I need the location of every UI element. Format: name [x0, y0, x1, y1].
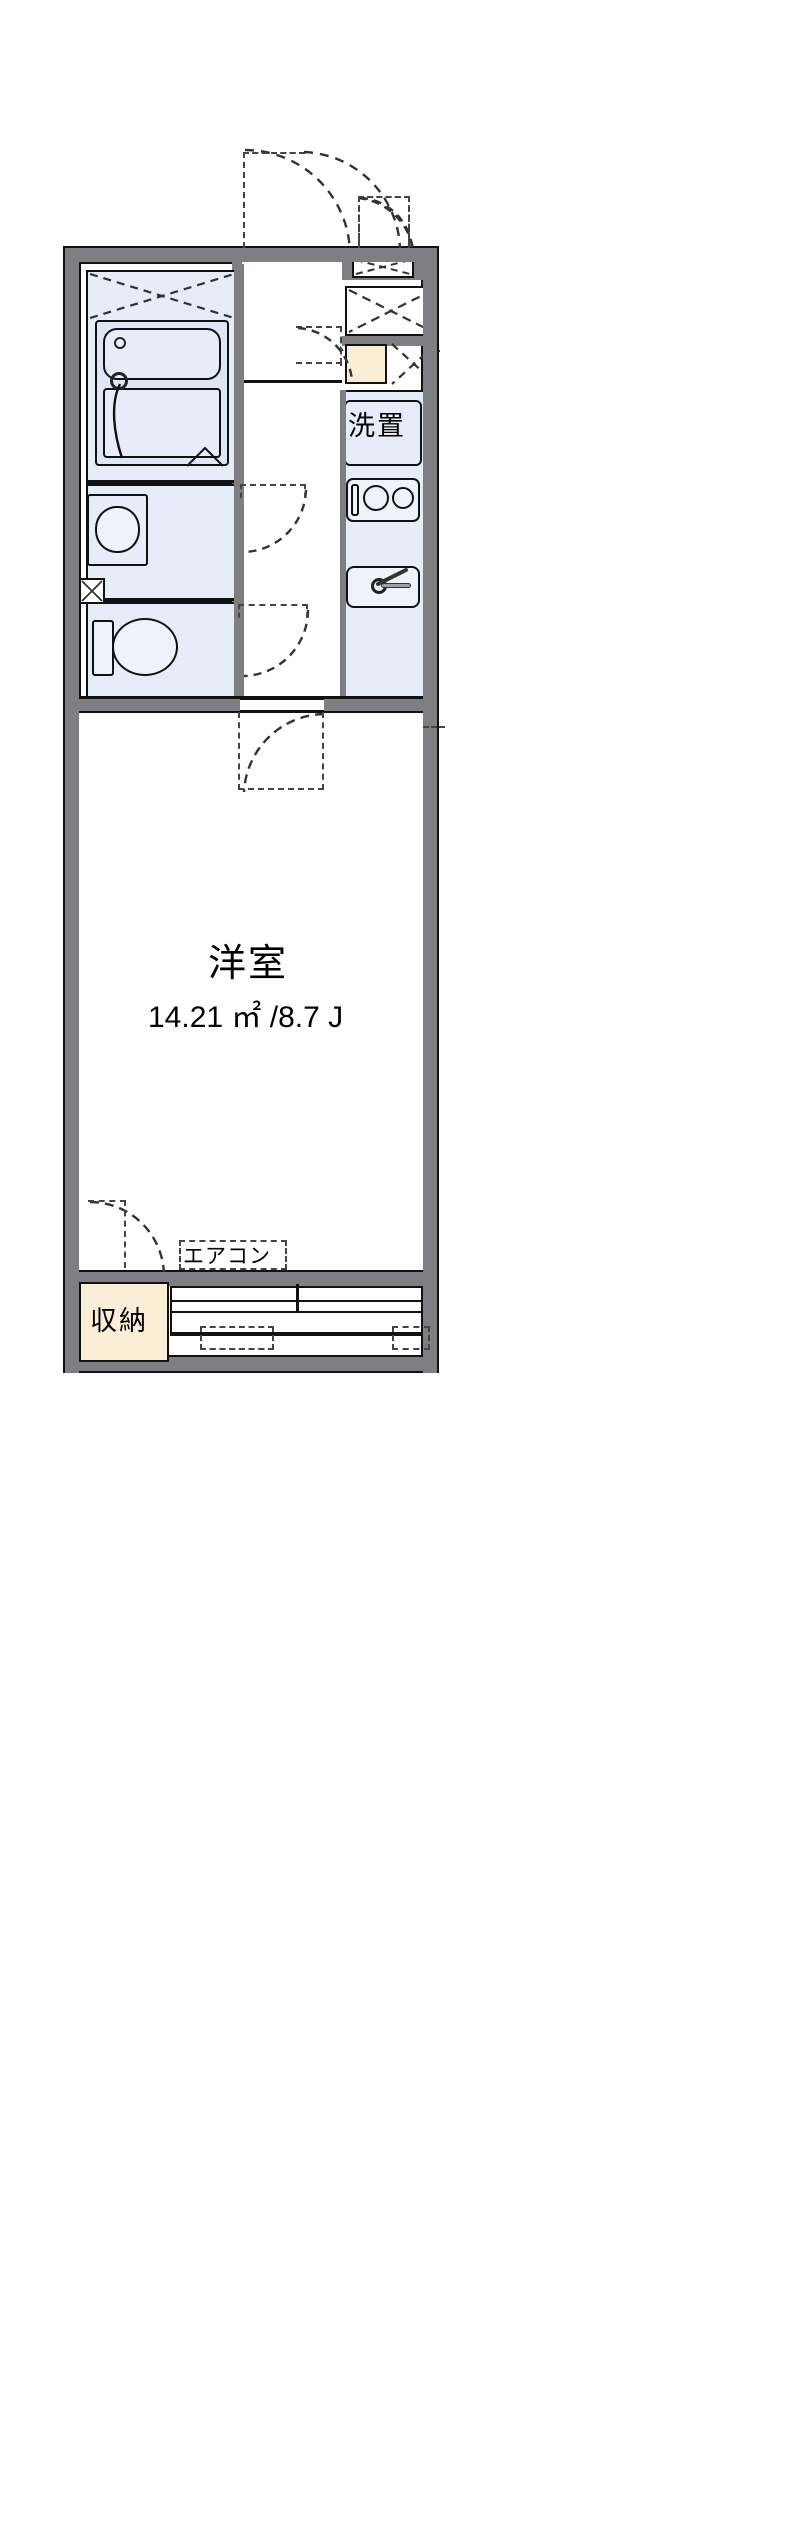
washer-space-label-top: 洗置	[348, 411, 406, 441]
bathtub-corner-detail-top	[186, 446, 224, 467]
outer-wall-top-edge	[63, 246, 439, 248]
entry-door-leaf-outside	[243, 152, 305, 248]
window-mullion-top	[296, 1286, 299, 1312]
outer-wall-left	[63, 246, 79, 1373]
entry-door-arc-outside	[303, 150, 402, 249]
entry-hall-top	[244, 264, 340, 696]
aircon-box-top	[179, 1240, 287, 1270]
washer-space-box-top	[344, 400, 422, 466]
closet-label-top: 収納	[90, 1306, 148, 1336]
main-room-label-top: 洋室	[208, 943, 289, 985]
upper-right-door-leaf-outside	[358, 196, 410, 248]
shoe-box-base-wall	[342, 336, 439, 346]
main-room-door-leaf-front	[238, 712, 324, 790]
entry-hall-step-line-top	[244, 380, 340, 383]
closet-door-leaf-top	[88, 1200, 126, 1268]
window-sash-line-b-top	[172, 1311, 421, 1313]
bath-door-leaf-top	[240, 484, 306, 498]
aircon-label-top: エアコン	[183, 1245, 271, 1268]
upper-right-door-arc	[357, 196, 416, 261]
outer-wall-top	[63, 246, 439, 262]
washroom-wall-hatch-x-top	[81, 580, 103, 602]
toilet-bowl-top	[112, 618, 178, 676]
main-room-door-arc-front	[242, 712, 325, 793]
bathtub-basin-top	[103, 328, 221, 380]
window-opening-mark-left-top	[200, 1326, 274, 1350]
kitchen-passage-door-leaf-top	[296, 326, 342, 364]
stove-grill-slot-top	[351, 484, 359, 516]
main-room-door-opening	[240, 698, 324, 712]
bathtub-drain-icon-top	[114, 337, 126, 349]
kitchen-faucet-spout-top	[381, 583, 411, 588]
stove-burner-right-top	[392, 487, 414, 509]
wash-basin-top	[95, 506, 140, 553]
closet-top	[79, 1282, 169, 1362]
window-opening-mark-right-top	[392, 1326, 430, 1350]
building-bottom-wall-line	[63, 1371, 439, 1373]
main-room-fill	[81, 714, 421, 1270]
bath-ceiling-dashed-lines-top	[89, 272, 235, 320]
toilet-door-leaf-top	[238, 604, 308, 618]
bath-right-wall-top	[234, 264, 244, 696]
main-room-area-label-top: 14.21 ㎡ /8.7 J	[148, 1001, 344, 1034]
toilet-door-arc-top	[243, 609, 310, 678]
toilet-tank-top	[92, 620, 114, 676]
entrance-door-dashed-mark	[355, 259, 411, 275]
upper-right-door-arc-outside	[359, 196, 414, 253]
entrance-storage	[345, 344, 387, 384]
shower-hose-icon-top	[112, 383, 124, 459]
main-room-bottom-wall-top	[79, 1272, 423, 1284]
main-room-top-wall-line-b	[79, 711, 423, 713]
main-room-bottom-wall-line	[79, 1270, 423, 1272]
stove-burner-left-top	[363, 485, 389, 511]
outer-wall-right-edge	[437, 246, 439, 1373]
bath-door-arc-top	[243, 489, 308, 554]
right-wall-vent-mark	[423, 726, 445, 728]
kitchen-left-wall-top	[340, 390, 346, 696]
bathtub-apron-line-top	[103, 388, 221, 458]
outer-wall-right	[423, 246, 439, 1373]
kitchen-faucet-handle-top	[376, 568, 408, 586]
kitchen-passage-arc-top	[297, 326, 354, 381]
outer-wall-left-edge	[63, 246, 65, 1373]
shoe-box-x-mark	[348, 289, 434, 333]
